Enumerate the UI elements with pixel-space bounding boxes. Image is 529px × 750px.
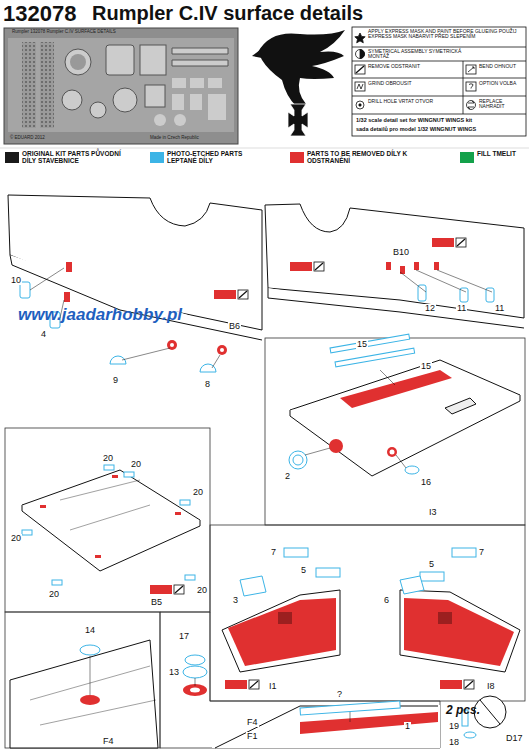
callout-number: B10 bbox=[392, 248, 410, 257]
callout-number: 1 bbox=[404, 722, 411, 731]
callout-number: 16 bbox=[420, 478, 432, 487]
callout-number: 20 bbox=[130, 460, 142, 469]
symbol-legend-text: REMOVE ODSTRANIT bbox=[368, 64, 462, 69]
callout-number: 15 bbox=[420, 362, 432, 371]
legend-text: FILL TMELIT bbox=[477, 151, 522, 158]
fuselage-detail-parts bbox=[20, 282, 494, 372]
callout-number: D17 bbox=[505, 734, 524, 743]
panel-frames bbox=[5, 338, 525, 748]
callout-number: 12 bbox=[424, 304, 436, 313]
callout-number: 7 bbox=[270, 548, 277, 557]
callout-number: 8 bbox=[204, 380, 211, 389]
symbol-legend-text: OPTION VOLBA bbox=[479, 81, 525, 86]
legend-swatch bbox=[150, 152, 164, 163]
callout-number: 18 bbox=[448, 738, 460, 747]
cockpit-plate bbox=[290, 360, 520, 476]
callout-number: 20 bbox=[48, 590, 60, 599]
wing-bottom bbox=[10, 640, 506, 748]
callout-number: 14 bbox=[84, 626, 96, 635]
callout-number: F4 bbox=[102, 737, 115, 746]
legend-text: ORIGINAL KIT PARTS PŮVODNÍ DÍLY STAVEBNI… bbox=[22, 151, 122, 165]
sheet-title: Rumpler C.IV surface details bbox=[92, 3, 363, 24]
symbol-legend-text: SYMETRICAL ASSEMBLY SYMETRICKÁ MONTÁŽ bbox=[368, 49, 462, 60]
callout-number: I8 bbox=[486, 682, 496, 691]
callout-number: 2 bbox=[284, 472, 291, 481]
callout-number: B5 bbox=[150, 598, 163, 607]
callout-number: 11 bbox=[456, 304, 467, 313]
legend-text: PHOTO-ETCHED PARTS LEPTANÉ DÍLY bbox=[167, 151, 267, 165]
fuselage-halves bbox=[8, 195, 524, 355]
callout-number: B6 bbox=[228, 322, 241, 331]
scale-note: sada detailů pro model 1/32 WINGNUT WING… bbox=[356, 127, 476, 133]
callout-number: I1 bbox=[268, 682, 278, 691]
eagle-emblem bbox=[252, 30, 345, 136]
callout-number: ? bbox=[336, 690, 343, 699]
fret-text: Rumpler 132078 Rumpler C.IV SURFACE DETA… bbox=[12, 30, 116, 35]
callout-number: 6 bbox=[383, 596, 390, 605]
etched-parts-panel2 bbox=[289, 334, 419, 474]
symbol-legend bbox=[352, 27, 526, 136]
fret-text: Made in Czech Republic bbox=[150, 136, 199, 141]
floor-plate bbox=[22, 470, 200, 571]
callout-number: 4 bbox=[40, 330, 47, 339]
set-number: 132078 bbox=[3, 2, 76, 25]
callout-number: F1 bbox=[246, 732, 259, 741]
symbol-legend-text: BEND OHNOUT bbox=[479, 64, 525, 69]
legend-swatch bbox=[5, 152, 19, 163]
callout-number: 15 bbox=[356, 340, 368, 349]
callout-number: 7 bbox=[478, 548, 485, 557]
callout-number: 20 bbox=[192, 488, 204, 497]
callout-number: 10 bbox=[10, 276, 22, 285]
callout-number: 9 bbox=[112, 376, 119, 385]
symbol-legend-text: REPLACE NAHRADIT bbox=[479, 99, 525, 110]
legend-text: PARTS TO BE REMOVED DÍLY K ODSTRANĚNÍ bbox=[307, 151, 427, 165]
callout-number: I3 bbox=[428, 508, 438, 517]
fret-text: © EDUARD 2012 bbox=[10, 136, 45, 141]
legend-swatch bbox=[460, 152, 474, 163]
callout-number: 11 bbox=[494, 304, 505, 313]
callout-number: 3 bbox=[232, 596, 239, 605]
scale-note: 1/32 scale detail set for WINGNUT WINGS … bbox=[356, 118, 472, 124]
symbol-legend-text: APPLY EXPRESS MASK AND PAINT BEFORE GLUE… bbox=[368, 29, 520, 40]
watermark: www.jaadarhobby.pl bbox=[18, 306, 182, 324]
callout-number: 5 bbox=[428, 560, 435, 569]
fret-photo bbox=[4, 28, 238, 144]
callout-number: 19 bbox=[448, 722, 460, 731]
symbol-legend-text: DRILL HOLE VRTAT OTVOR bbox=[368, 99, 462, 104]
callout-number: 2 pcs. bbox=[446, 704, 480, 717]
callout-number: 20 bbox=[10, 534, 22, 543]
wing-panels bbox=[222, 590, 520, 672]
callout-number: 5 bbox=[300, 566, 307, 575]
callout-number: 17 bbox=[178, 632, 190, 641]
symbol-legend-text: GRIND OBROUSIT bbox=[368, 81, 462, 86]
callout-number: 20 bbox=[196, 586, 208, 595]
callout-number: 13 bbox=[168, 668, 180, 677]
callout-number: F4 bbox=[246, 718, 259, 727]
legend-swatch bbox=[290, 152, 304, 163]
callout-number: 20 bbox=[102, 454, 114, 463]
